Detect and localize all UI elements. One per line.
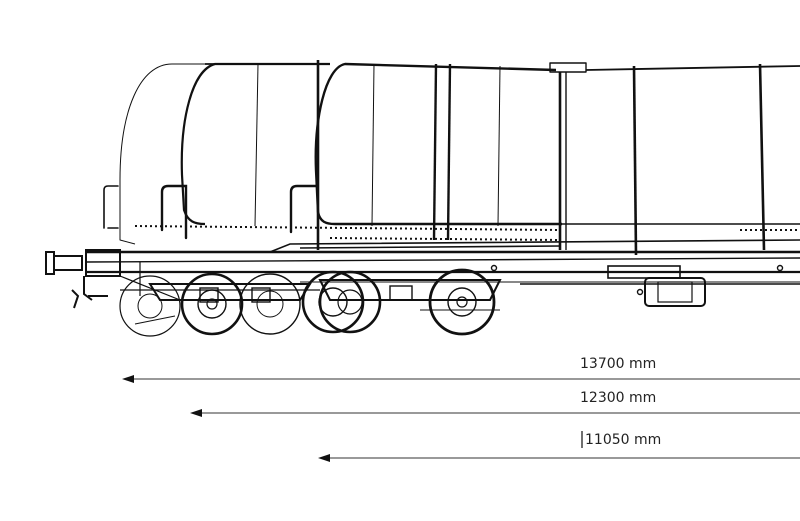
wheel [428, 268, 496, 336]
strap [497, 65, 501, 227]
seam [329, 237, 561, 241]
sole-bar-mid [85, 257, 800, 263]
strap [432, 63, 438, 241]
strap [254, 63, 259, 227]
dimension-lines: 13700 mm 12300 mm 11050 mm [122, 356, 800, 462]
wheel [119, 275, 181, 337]
bogies [119, 268, 502, 337]
buffer-head [45, 251, 55, 275]
rail-trace [134, 309, 500, 325]
strap [446, 63, 452, 241]
dimension-label: 13700 mm [580, 356, 656, 372]
spring-pack [389, 285, 413, 301]
dimension-1: 13700 mm [122, 356, 800, 383]
dimension-label: 12300 mm [580, 390, 656, 406]
dimension-arrowhead [122, 375, 134, 383]
tank-shells [119, 62, 800, 250]
tank-top-line [205, 63, 800, 71]
dimension-3: 11050 mm [318, 431, 800, 462]
weld-seams [134, 225, 800, 241]
spring-pack [251, 287, 271, 303]
wheel [180, 272, 244, 336]
tank-straps [254, 60, 766, 256]
tank-dome [549, 62, 587, 73]
tank-shell-rear [119, 63, 205, 245]
brake-cylinder-cap [657, 281, 693, 303]
bolt [776, 264, 784, 272]
tank-shell-front [314, 62, 562, 226]
dimension-arrowhead [318, 454, 330, 462]
dimension-2: 12300 mm [190, 390, 800, 417]
spring-pack [199, 287, 219, 303]
strap [758, 63, 766, 251]
buffer-body [53, 255, 83, 271]
headstock [85, 249, 121, 277]
wheel [239, 273, 301, 335]
seam [134, 225, 561, 231]
equipment-bracket [607, 265, 681, 279]
coupler-hook [71, 276, 108, 309]
wheel [318, 270, 382, 334]
bolt [490, 264, 498, 272]
handrails [103, 184, 318, 240]
dimension-label: 11050 mm [585, 432, 661, 448]
underframe [45, 239, 800, 309]
frame-slope [269, 239, 800, 253]
handrail-mid-2 [289, 184, 318, 234]
handrail-mid-1 [160, 184, 188, 240]
strap [632, 65, 638, 256]
dimension-arrowhead [190, 409, 202, 417]
bolt [636, 288, 644, 296]
strap [371, 63, 375, 227]
handrail-left [103, 185, 119, 229]
tank-shell-middle [180, 62, 330, 226]
